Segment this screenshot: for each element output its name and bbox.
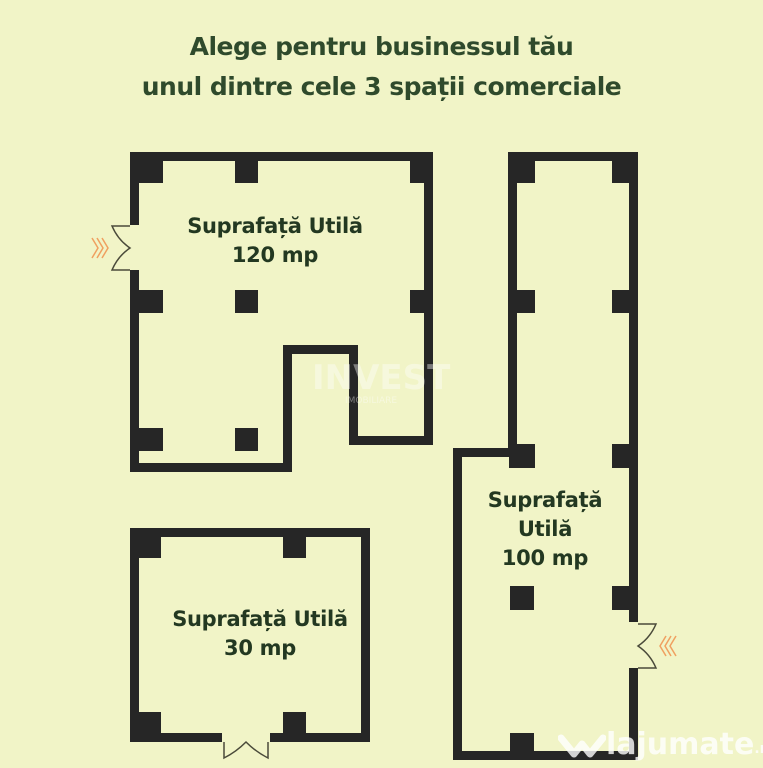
space-30-area: 30 mp — [224, 636, 296, 660]
space-120-walls — [130, 152, 433, 472]
space-120-title: Suprafață Utilă — [187, 214, 363, 238]
lajumate-text: lajumate — [606, 726, 755, 762]
space-120-area: 120 mp — [231, 243, 319, 267]
entrance-arrow-icon — [91, 237, 677, 657]
space-120-label: Suprafață Utilă 120 mp — [150, 212, 400, 270]
space-100-area: 100 mp — [501, 546, 589, 570]
title-line-1: Alege pentru businessul tău — [189, 32, 574, 61]
columns — [138, 160, 635, 757]
space-100-title-2: Utilă — [517, 517, 573, 541]
invest-watermark-sub: IMOBILIARE — [345, 396, 398, 406]
entrance-door-icon — [110, 225, 658, 760]
space-30-walls — [130, 528, 370, 742]
space-100-label: Suprafață Utilă 100 mp — [470, 486, 620, 573]
space-100-walls — [453, 152, 638, 760]
title-line-2: unul dintre cele 3 spații comerciale — [141, 72, 622, 101]
invest-watermark: INVEST — [312, 358, 451, 398]
space-30-title: Suprafață Utilă — [172, 607, 348, 631]
space-100-title: Suprafață — [487, 488, 603, 512]
lajumate-logo-icon — [558, 734, 606, 758]
space-30-label: Suprafață Utilă 30 mp — [140, 605, 380, 663]
lajumate-suffix: .ro — [754, 741, 763, 757]
lajumate-watermark: lajumate .ro — [558, 724, 763, 764]
